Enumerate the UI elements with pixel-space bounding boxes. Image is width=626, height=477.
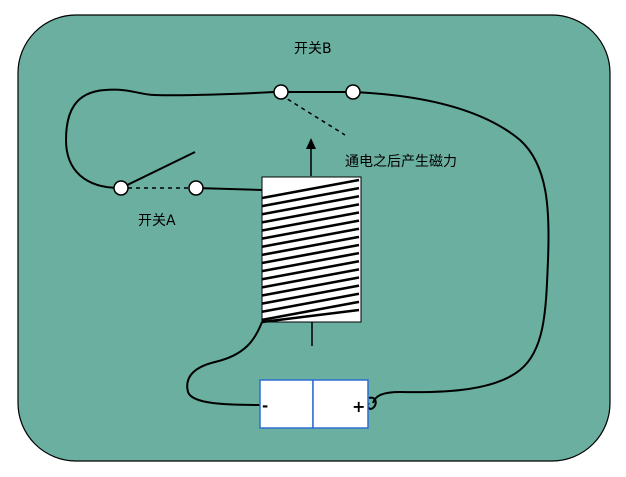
wires (64, 88, 550, 410)
battery-negative-label: - (262, 397, 268, 415)
wire-a-to-coil (195, 187, 263, 191)
switch-b-right-terminal[interactable] (345, 84, 361, 100)
wire-coil-to-battery (186, 321, 263, 406)
switch-a-label: 开关A (138, 213, 176, 229)
coil-turn (261, 235, 360, 257)
battery-negative-cell (259, 379, 314, 429)
coil-turn (261, 211, 360, 232)
iron-core (261, 176, 362, 323)
coil-turn (261, 259, 360, 281)
wire-b-to-battery (353, 91, 550, 404)
battery-positive-cell (312, 379, 369, 429)
coil-turn (261, 243, 360, 265)
coil-turn (261, 284, 360, 305)
coil-turn (261, 251, 360, 273)
switch-a-left-terminal[interactable] (113, 180, 129, 196)
switch-a-right-terminal[interactable] (188, 180, 204, 196)
coil-turn (261, 268, 360, 289)
coil-turn (261, 178, 360, 200)
coil-turn (261, 194, 360, 216)
coil-turn (261, 292, 360, 314)
battery-positive-label: + (352, 397, 365, 416)
coil-turn (261, 276, 360, 297)
battery: - + (259, 379, 369, 429)
switch-b-label: 开关B (294, 41, 332, 57)
switch-b-left-terminal[interactable] (273, 84, 289, 100)
switch-a-lever (120, 151, 196, 189)
magnet-arrow (306, 138, 316, 176)
coil-turn (261, 203, 360, 224)
coil (261, 178, 360, 324)
coil-turn (261, 186, 360, 208)
coil-turn (261, 300, 360, 322)
coil-turn (261, 227, 360, 249)
coil-turn (261, 308, 360, 324)
magnet-note-label: 通电之后产生磁力 (345, 154, 457, 170)
coil-turn (261, 219, 360, 240)
wire-b-to-a (64, 88, 275, 189)
